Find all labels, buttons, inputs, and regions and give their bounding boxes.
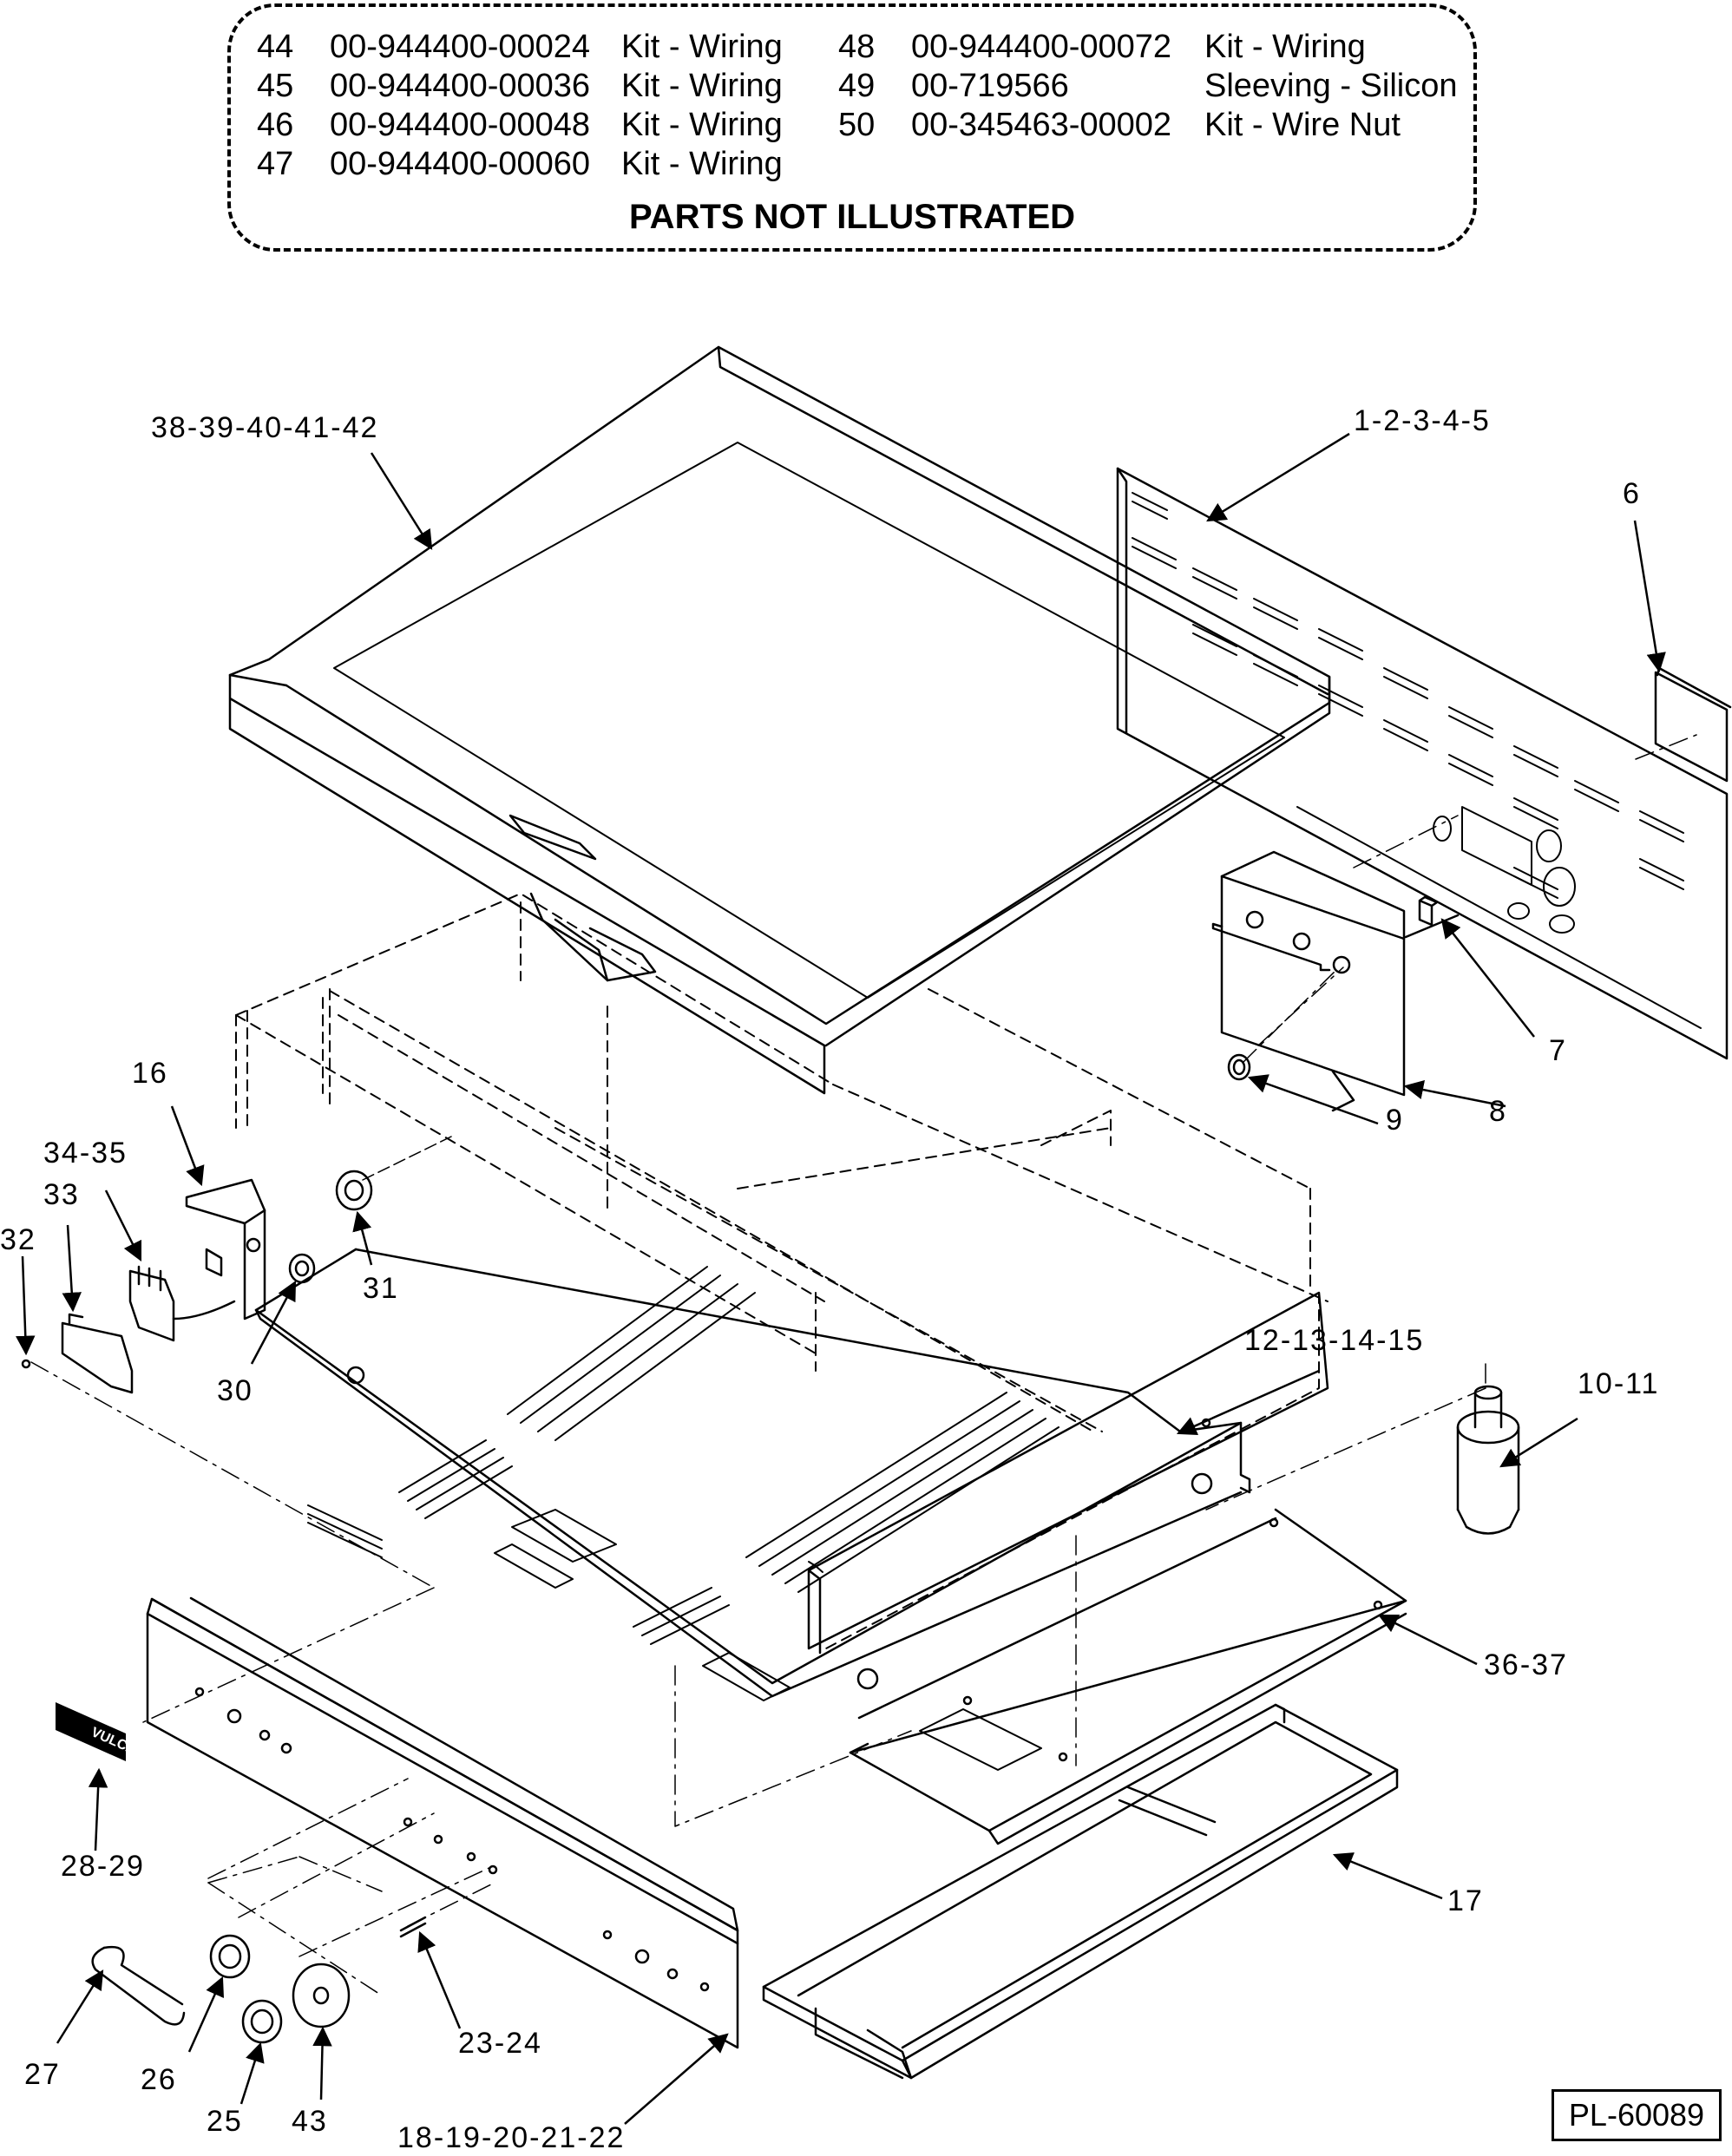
- callout-43: 43: [292, 2105, 328, 2138]
- callout-27: 27: [24, 2058, 61, 2091]
- front-panel: [146, 1596, 739, 2049]
- legend-num: 47: [257, 146, 294, 182]
- callout-30: 30: [217, 1374, 253, 1407]
- callout-9: 9: [1386, 1104, 1404, 1137]
- callout-10-11: 10-11: [1578, 1367, 1659, 1400]
- callout-17: 17: [1447, 1884, 1484, 1917]
- pin-23: [399, 1916, 427, 1938]
- grease-drawer: [762, 1703, 1399, 2080]
- legend-part: 00-345463-00002: [911, 107, 1172, 143]
- legend-title: PARTS NOT ILLUSTRATED: [628, 198, 1076, 236]
- grommet-9: [1227, 1053, 1251, 1081]
- legend-desc: Sleeving - Silicon: [1204, 68, 1458, 104]
- vulcan-badge-logo: VULCAN: [56, 1702, 148, 1762]
- legend-desc: Kit - Wiring: [1204, 29, 1366, 65]
- callout-32: 32: [0, 1223, 36, 1256]
- callout-7: 7: [1549, 1034, 1567, 1067]
- griddle-plate-assembly: [228, 345, 1331, 1095]
- handle-27: [91, 1945, 186, 2026]
- dial-43: [292, 1963, 351, 2028]
- callout-33: 33: [43, 1178, 80, 1211]
- callout-38-42: 38-39-40-41-42: [151, 411, 378, 444]
- legend-part: 00-719566: [911, 68, 1069, 104]
- knob-26: [209, 1934, 251, 1979]
- base-pan: [254, 1248, 1251, 1701]
- legend-desc: Kit - Wire Nut: [1204, 107, 1401, 143]
- drawing-number: PL-60089: [1552, 2089, 1722, 2141]
- callout-18-22: 18-19-20-21-22: [397, 2121, 625, 2154]
- legend-part: 00-944400-00072: [911, 29, 1172, 65]
- legend-part: 00-944400-00060: [330, 146, 591, 182]
- legend-desc: Kit - Wiring: [621, 29, 783, 65]
- pan-support: [849, 1508, 1407, 1845]
- callout-16: 16: [132, 1057, 168, 1090]
- parts-not-illustrated-box: 44 00-944400-00024 Kit - Wiring 45 00-94…: [227, 3, 1477, 252]
- legend-num: 50: [838, 107, 876, 143]
- callout-1-5: 1-2-3-4-5: [1354, 404, 1491, 437]
- legend-num: 48: [838, 29, 876, 65]
- knob-25: [241, 1999, 283, 2044]
- legend-num: 44: [257, 29, 294, 65]
- callout-31: 31: [363, 1272, 399, 1305]
- grommet-31: [335, 1170, 373, 1211]
- terminal-clip: [1418, 895, 1439, 927]
- legend-part: 00-944400-00036: [330, 68, 591, 104]
- legend-desc: Kit - Wiring: [621, 107, 783, 143]
- leg-assembly: [1456, 1385, 1520, 1535]
- callout-25: 25: [207, 2105, 243, 2138]
- screw-32: [21, 1359, 31, 1369]
- switch-cover: [61, 1313, 134, 1394]
- legend-part: 00-944400-00024: [330, 29, 591, 65]
- callout-34-35: 34-35: [43, 1137, 128, 1170]
- legend-part: 00-944400-00048: [330, 107, 591, 143]
- callout-28-29: 28-29: [61, 1850, 145, 1883]
- legend-num: 46: [257, 107, 294, 143]
- callout-12-15: 12-13-14-15: [1244, 1324, 1424, 1357]
- callout-26: 26: [141, 2063, 177, 2096]
- label-plate: [1654, 671, 1729, 783]
- back-panel: [1116, 467, 1729, 1060]
- legend-num: 49: [838, 68, 876, 104]
- thermostat-switch: [128, 1265, 236, 1342]
- legend-desc: Kit - Wiring: [621, 68, 783, 104]
- callout-6: 6: [1623, 477, 1641, 510]
- callout-8: 8: [1489, 1095, 1507, 1128]
- grommet-30: [288, 1253, 316, 1284]
- legend-num: 45: [257, 68, 294, 104]
- callout-36-37: 36-37: [1484, 1648, 1568, 1681]
- legend-desc: Kit - Wiring: [621, 146, 783, 182]
- switch-bracket: [185, 1178, 266, 1320]
- callout-23-24: 23-24: [458, 2027, 542, 2060]
